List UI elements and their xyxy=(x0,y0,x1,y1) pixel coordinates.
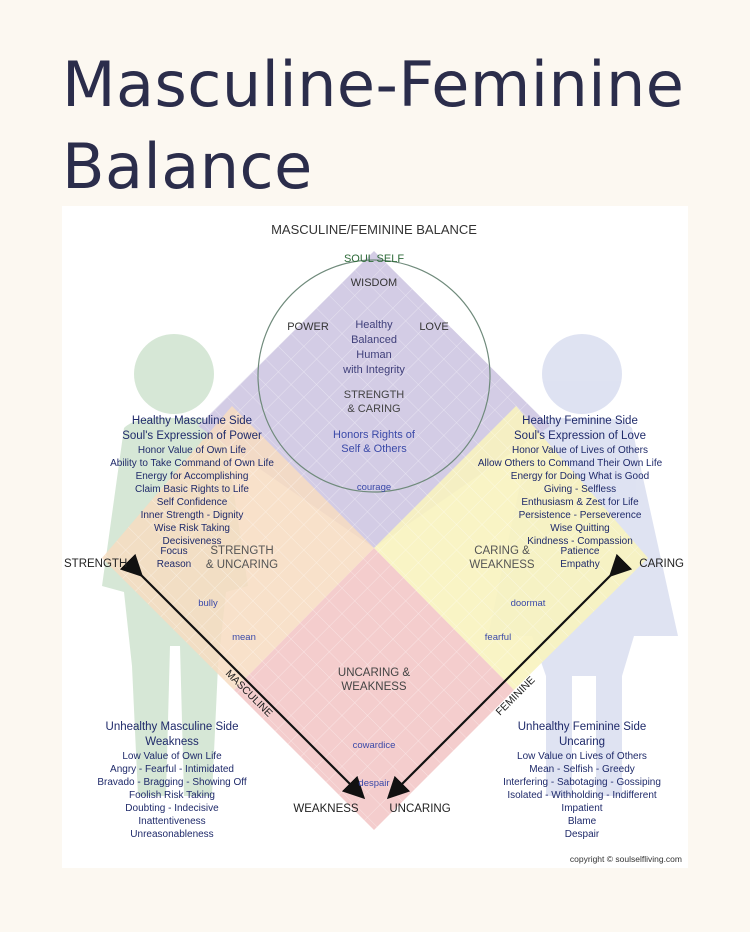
center-line: with Integrity xyxy=(342,364,405,376)
list-item: Self Confidence xyxy=(157,497,228,508)
list-item: Energy for Accomplishing xyxy=(136,471,249,482)
list-item: Reason xyxy=(157,559,191,570)
fearful-label: fearful xyxy=(485,632,511,643)
list-heading: Weakness xyxy=(145,736,199,748)
feminine-arrow xyxy=(386,553,633,800)
axis-caring: CARING xyxy=(639,558,684,570)
center-top-text: Healthy Balanced Human with Integrity ST… xyxy=(333,319,416,493)
diagram-title: MASCULINE/FEMININE BALANCE xyxy=(271,222,477,237)
list-item: Patience xyxy=(561,546,600,557)
center-line: Balanced xyxy=(351,334,397,346)
list-item: Kindness - Compassion xyxy=(527,536,633,547)
list-item: Giving - Selfless xyxy=(544,484,616,495)
balance-diagram: MASCULINE/FEMININE BALANCE SOUL SELF WIS… xyxy=(64,222,684,864)
mean-label: mean xyxy=(232,632,256,643)
list-item: Honor Value of Own Life xyxy=(138,445,247,456)
list-heading: Unhealthy Feminine Side xyxy=(518,721,647,733)
list-item: Low Value of Own Life xyxy=(122,751,222,762)
masculine-arrow xyxy=(119,553,366,800)
strength-uncaring-label: & UNCARING xyxy=(206,559,278,571)
courage-label: courage xyxy=(357,482,391,493)
list-item: Wise Risk Taking xyxy=(154,523,230,534)
center-line: Human xyxy=(356,349,391,361)
list-item: Ability to Take Command of Own Life xyxy=(110,458,274,469)
list-item: Bravado - Bragging - Showing Off xyxy=(97,777,247,788)
power-label: POWER xyxy=(287,321,329,333)
list-item: Enthusiasm & Zest for Life xyxy=(521,497,639,508)
bully-label: bully xyxy=(198,598,218,609)
center-heading: STRENGTH xyxy=(344,389,405,401)
strength-uncaring-label: STRENGTH xyxy=(210,545,273,557)
list-item: Focus xyxy=(160,546,187,557)
unhealthy-masculine-list: Unhealthy Masculine Side Weakness Low Va… xyxy=(97,721,247,840)
copyright: copyright © soulselfliving.com xyxy=(570,854,682,864)
uncaring-weakness-label: UNCARING & xyxy=(338,667,411,679)
list-item: Foolish Risk Taking xyxy=(129,790,215,801)
despair-label: despair xyxy=(358,778,389,789)
list-item: Inattentiveness xyxy=(138,816,205,827)
list-item: Mean - Selfish - Greedy xyxy=(529,764,635,775)
honors-line: Honors Rights of xyxy=(333,429,416,441)
list-item: Low Value on Lives of Others xyxy=(517,751,647,762)
cowardice-label: cowardice xyxy=(353,740,396,751)
soul-self-label: SOUL SELF xyxy=(344,253,404,265)
list-item: Decisiveness xyxy=(163,536,222,547)
unhealthy-feminine-list: Unhealthy Feminine Side Uncaring Low Val… xyxy=(503,721,661,840)
list-heading: Soul's Expression of Power xyxy=(122,430,262,442)
honors-line: Self & Others xyxy=(341,443,407,455)
list-heading: Uncaring xyxy=(559,736,605,748)
list-heading: Healthy Feminine Side xyxy=(522,415,638,427)
list-item: Claim Basic Rights to Life xyxy=(135,484,249,495)
page-title: Masculine-Feminine Balance xyxy=(62,48,685,203)
list-item: Blame xyxy=(568,816,597,827)
list-item: Persistence - Perseverence xyxy=(519,510,642,521)
uncaring-weakness-label: WEAKNESS xyxy=(341,681,407,693)
list-heading: Unhealthy Masculine Side xyxy=(106,721,239,733)
caring-weakness-label: WEAKNESS xyxy=(469,559,535,571)
caring-weakness-label: CARING & xyxy=(474,545,530,557)
wisdom-label: WISDOM xyxy=(351,277,397,289)
healthy-feminine-list: Healthy Feminine Side Soul's Expression … xyxy=(478,415,663,570)
soul-self-circle xyxy=(257,259,491,493)
doormat-label: doormat xyxy=(511,598,546,609)
list-item: Allow Others to Command Their Own Life xyxy=(478,458,663,469)
love-label: LOVE xyxy=(419,321,448,333)
axis-strength: STRENGTH xyxy=(64,558,127,570)
list-item: Isolated - Withholding - Indifferent xyxy=(507,790,657,801)
list-item: Angry - Fearful - Intimidated xyxy=(110,764,234,775)
center-line: Healthy xyxy=(355,319,393,331)
list-item: Interfering - Sabotaging - Gossiping xyxy=(503,777,661,788)
list-item: Energy for Doing What is Good xyxy=(511,471,649,482)
diagram-card: MASCULINE/FEMININE BALANCE SOUL SELF WIS… xyxy=(62,206,688,868)
axis-weakness: WEAKNESS xyxy=(293,803,359,815)
list-heading: Soul's Expression of Love xyxy=(514,430,646,442)
axis-uncaring: UNCARING xyxy=(389,803,450,815)
list-item: Empathy xyxy=(560,559,599,570)
list-item: Impatient xyxy=(561,803,602,814)
list-heading: Healthy Masculine Side xyxy=(132,415,252,427)
list-item: Wise Quitting xyxy=(550,523,609,534)
list-item: Despair xyxy=(565,829,600,840)
list-item: Inner Strength - Dignity xyxy=(141,510,244,521)
list-item: Honor Value of Lives of Others xyxy=(512,445,648,456)
list-item: Unreasonableness xyxy=(130,829,213,840)
list-item: Doubting - Indecisive xyxy=(125,803,219,814)
center-heading: & CARING xyxy=(347,403,400,415)
healthy-masculine-list: Healthy Masculine Side Soul's Expression… xyxy=(110,415,274,570)
